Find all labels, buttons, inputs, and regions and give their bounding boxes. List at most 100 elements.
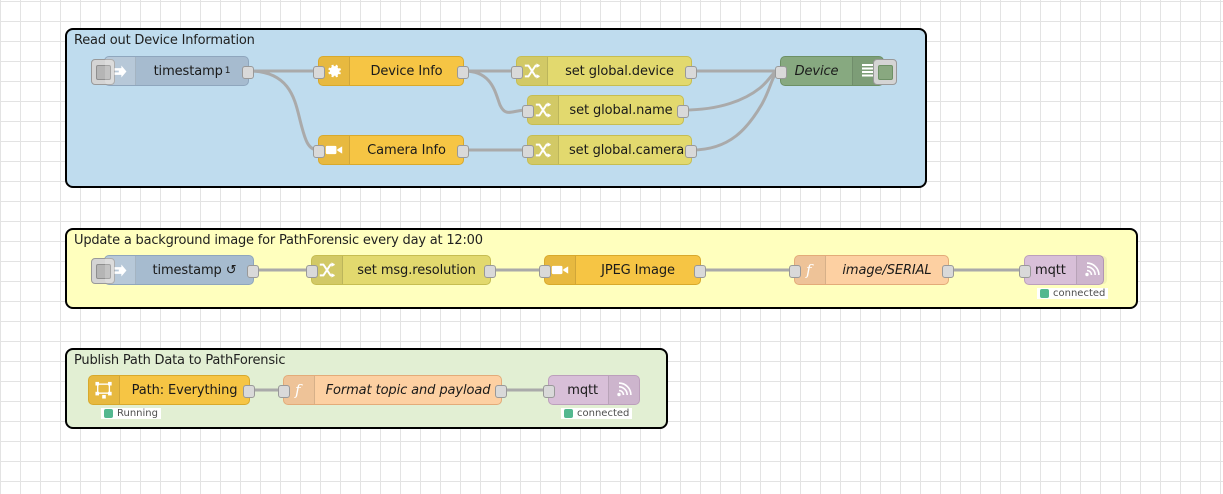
input-port[interactable] xyxy=(539,265,551,278)
node-jpeg-image[interactable]: JPEG Image xyxy=(539,255,706,285)
function-f-icon-svg: f xyxy=(294,381,303,399)
debug-list-icon-svg xyxy=(862,64,874,77)
node-label: set global.name xyxy=(569,102,673,118)
output-port[interactable] xyxy=(242,66,254,79)
inject-button-glyph xyxy=(95,64,111,80)
node-camera-info[interactable]: Camera Info xyxy=(313,135,469,165)
group-read-out-device-information[interactable]: Read out Device Information xyxy=(65,28,927,188)
node-set-global-name[interactable]: set global.name xyxy=(522,95,689,125)
change-icon xyxy=(528,136,559,164)
node-set-global-camera[interactable]: set global.camera xyxy=(522,135,697,165)
function-f-icon-svg: f xyxy=(805,261,814,279)
change-icon-svg xyxy=(319,262,336,278)
output-port[interactable] xyxy=(243,385,255,398)
video-camera-icon-svg xyxy=(551,265,569,275)
node-debug-device[interactable]: Device xyxy=(775,56,897,86)
output-port[interactable] xyxy=(677,105,689,118)
inject-button-glyph xyxy=(95,263,111,279)
video-camera-icon xyxy=(545,256,576,284)
debug-toggle-button[interactable] xyxy=(873,59,897,85)
debug-button-glyph xyxy=(877,64,893,80)
inject-arrow-icon-svg xyxy=(114,65,126,77)
mqtt-wave-icon xyxy=(608,376,639,404)
node-label: set global.camera xyxy=(569,142,685,158)
node-label: set global.device xyxy=(565,63,674,79)
node-set-global-device[interactable]: set global.device xyxy=(511,56,697,86)
group-label: Publish Path Data to PathForensic xyxy=(74,353,286,368)
change-icon xyxy=(528,96,559,124)
input-port[interactable] xyxy=(789,265,801,278)
output-port[interactable] xyxy=(685,145,697,158)
input-port[interactable] xyxy=(522,145,534,158)
inject-arrow-icon xyxy=(105,256,136,284)
status-badge: Running xyxy=(101,408,161,419)
node-label: timestamp ↺ xyxy=(136,256,253,284)
input-port[interactable] xyxy=(278,385,290,398)
group-label: Update a background image for PathForens… xyxy=(74,233,483,248)
node-label: mqtt xyxy=(1035,262,1066,278)
input-port[interactable] xyxy=(313,145,325,158)
change-icon xyxy=(312,256,343,284)
node-label-suffix: 1 xyxy=(224,66,231,76)
output-port[interactable] xyxy=(694,265,706,278)
node-label: Device xyxy=(794,63,839,79)
node-label: Device Info xyxy=(370,63,443,79)
change-icon-svg xyxy=(524,63,541,79)
path-tracking-icon-svg xyxy=(95,381,112,399)
video-camera-icon-svg xyxy=(325,145,343,155)
node-label: set msg.resolution xyxy=(357,262,476,278)
mqtt-wave-icon-svg xyxy=(1085,262,1100,277)
inject-trigger-button[interactable] xyxy=(91,258,115,284)
node-label: mqtt xyxy=(567,382,598,398)
output-port[interactable] xyxy=(942,265,954,278)
svg-text:f: f xyxy=(805,261,814,279)
output-port[interactable] xyxy=(457,145,469,158)
change-icon-svg xyxy=(535,142,552,158)
node-label-text: timestamp xyxy=(153,63,223,79)
node-path-everything[interactable]: Path: Everything Running xyxy=(88,375,255,419)
change-icon-svg xyxy=(535,102,552,118)
node-label: image/SERIAL xyxy=(842,262,932,278)
node-function-image-serial[interactable]: f image/SERIAL xyxy=(789,255,954,285)
input-port[interactable] xyxy=(306,265,318,278)
status-text: Running xyxy=(117,408,158,419)
node-device-info[interactable]: Device Info xyxy=(313,56,469,86)
status-badge: connected xyxy=(561,408,633,419)
node-inject-timestamp-repeat[interactable]: timestamp ↺ xyxy=(91,255,259,285)
node-set-msg-resolution[interactable]: set msg.resolution xyxy=(306,255,496,285)
output-port[interactable] xyxy=(685,66,697,79)
node-function-format-topic-and-payload[interactable]: f Format topic and payload xyxy=(278,375,507,405)
output-port[interactable] xyxy=(457,66,469,79)
mqtt-wave-icon xyxy=(1075,256,1107,284)
node-label: Path: Everything xyxy=(131,382,238,398)
node-label: JPEG Image xyxy=(601,262,675,278)
node-mqtt-out-image[interactable]: mqtt connected xyxy=(1019,255,1109,299)
status-dot-icon xyxy=(564,409,573,418)
status-text: connected xyxy=(1053,288,1106,299)
input-port[interactable] xyxy=(543,385,555,398)
group-label: Read out Device Information xyxy=(74,33,255,48)
status-dot-icon xyxy=(1040,289,1049,298)
path-tracking-icon xyxy=(89,376,120,404)
input-port[interactable] xyxy=(775,66,787,79)
node-label-text: timestamp xyxy=(152,262,222,278)
output-port[interactable] xyxy=(495,385,507,398)
node-label: Format topic and payload xyxy=(325,382,491,398)
status-badge: connected xyxy=(1037,288,1109,299)
status-text: connected xyxy=(577,408,630,419)
input-port[interactable] xyxy=(511,66,523,79)
output-port[interactable] xyxy=(484,265,496,278)
status-dot-icon xyxy=(104,409,113,418)
gear-icon-svg xyxy=(327,64,341,77)
svg-text:f: f xyxy=(294,381,303,399)
node-label: Camera Info xyxy=(367,142,446,158)
input-port[interactable] xyxy=(522,105,534,118)
node-mqtt-out-path[interactable]: mqtt connected xyxy=(543,375,640,419)
node-label-repeat-icon: ↺ xyxy=(225,262,237,278)
input-port[interactable] xyxy=(313,66,325,79)
output-port[interactable] xyxy=(247,265,259,278)
mqtt-wave-icon-svg xyxy=(617,382,632,397)
input-port[interactable] xyxy=(1019,265,1031,278)
